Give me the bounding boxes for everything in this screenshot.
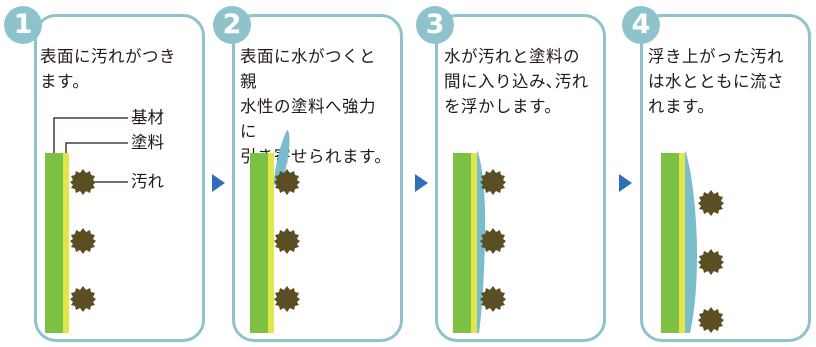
step-text-3: 水が汚れと塗料の 間に入り込み､汚れ を浮かします。 <box>444 47 589 116</box>
step-text-4: 浮き上がった汚れ は水とともに流さ れます。 <box>648 47 784 116</box>
step-number-1: 1 <box>4 6 42 44</box>
label-coating: 塗料 <box>131 133 164 152</box>
panel2-layers <box>250 130 300 333</box>
water-film <box>685 150 697 333</box>
panel1-layers <box>45 117 128 333</box>
dirt-particle <box>70 228 96 254</box>
dirt-particle <box>698 307 724 333</box>
coating-layer <box>63 153 69 333</box>
base-material <box>45 153 63 333</box>
base-material <box>250 153 268 333</box>
step-number-2: 2 <box>213 6 251 44</box>
coating-layer <box>679 153 685 333</box>
step-text-1: 表面に汚れがつき ます。 <box>40 47 176 91</box>
dirt-particle <box>70 286 96 312</box>
label-base-material: 基材 <box>131 108 164 127</box>
panel4-layers <box>661 150 724 333</box>
coating-layer <box>268 153 274 333</box>
arrow-right-icon <box>212 174 225 192</box>
dirt-particle <box>70 169 96 195</box>
base-leader-line <box>53 117 128 153</box>
dirt-particle <box>274 286 300 312</box>
panel3-layers <box>453 150 506 333</box>
dirt-particle <box>480 286 506 312</box>
water-droplet <box>274 130 290 186</box>
base-material <box>453 153 471 333</box>
base-material <box>661 153 679 333</box>
coating-layer <box>471 153 477 333</box>
dirt-particle <box>698 190 724 216</box>
dirt-particle <box>274 228 300 254</box>
arrow-right-icon <box>619 174 632 192</box>
step-text-2: 表面に水がつくと親 水性の塗料へ強力に 引き寄せられます。 <box>240 47 392 166</box>
step-number-4: 4 <box>622 6 660 44</box>
arrow-right-icon <box>415 174 428 192</box>
dirt-particle <box>698 249 724 275</box>
label-dirt: 汚れ <box>131 172 164 191</box>
step-number-3: 3 <box>416 6 454 44</box>
coating-leader-line <box>65 142 128 153</box>
